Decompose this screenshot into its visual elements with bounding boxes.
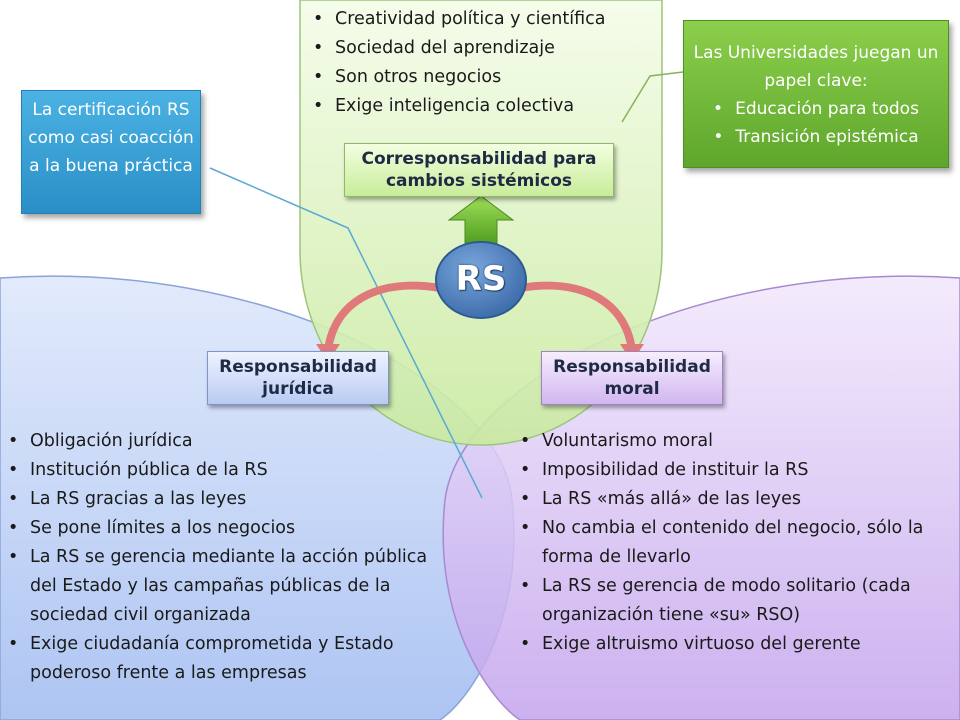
list-item: Obligación jurídica bbox=[0, 427, 450, 456]
right-circle-title: Responsabilidad moral bbox=[541, 351, 723, 405]
arrow-to-left-title bbox=[324, 281, 441, 351]
list-item: Sociedad del aprendizaje bbox=[305, 34, 665, 63]
list-item: La RS se gerencia mediante la acción púb… bbox=[0, 543, 450, 630]
list-item: Exige inteligencia colectiva bbox=[305, 92, 665, 121]
callout-heading: Las Universidades juegan un papel clave: bbox=[693, 43, 939, 91]
universities-callout: Las Universidades juegan un papel clave:… bbox=[683, 20, 949, 168]
top-circle-title: Corresponsabilidad para cambios sistémic… bbox=[344, 143, 614, 197]
right-circle-list: Voluntarismo moral Imposibilidad de inst… bbox=[512, 427, 952, 659]
list-item: Educación para todos bbox=[684, 95, 948, 123]
list-item: Exige altruismo virtuoso del gerente bbox=[512, 630, 952, 659]
list-item: Son otros negocios bbox=[305, 63, 665, 92]
list-item: La RS «más allá» de las leyes bbox=[512, 485, 952, 514]
list-item: Exige ciudadanía comprometida y Estado p… bbox=[0, 630, 450, 688]
rs-center-circle bbox=[435, 241, 527, 319]
list-item: Institución pública de la RS bbox=[0, 456, 450, 485]
left-circle-list: Obligación jurídica Institución pública … bbox=[0, 427, 450, 688]
list-item: La RS se gerencia de modo solitario (cad… bbox=[512, 572, 952, 630]
left-circle-title: Responsabilidad jurídica bbox=[207, 351, 389, 405]
certification-callout: La certificación RS como casi coacción a… bbox=[21, 90, 201, 214]
callout-list: Educación para todos Transición epistémi… bbox=[684, 95, 948, 151]
top-circle-list: Creatividad política y científica Socied… bbox=[305, 5, 665, 121]
list-item: Se pone límites a los negocios bbox=[0, 514, 450, 543]
connector-line-left bbox=[209, 167, 483, 499]
list-item: No cambia el contenido del negocio, sólo… bbox=[512, 514, 952, 572]
list-item: Imposibilidad de instituir la RS bbox=[512, 456, 952, 485]
list-item: Voluntarismo moral bbox=[512, 427, 952, 456]
list-item: Creatividad política y científica bbox=[305, 5, 665, 34]
rs-center-label: RS bbox=[455, 259, 507, 299]
list-item: La RS gracias a las leyes bbox=[0, 485, 450, 514]
arrow-to-right-title bbox=[519, 281, 636, 351]
list-item: Transición epistémica bbox=[684, 123, 948, 151]
